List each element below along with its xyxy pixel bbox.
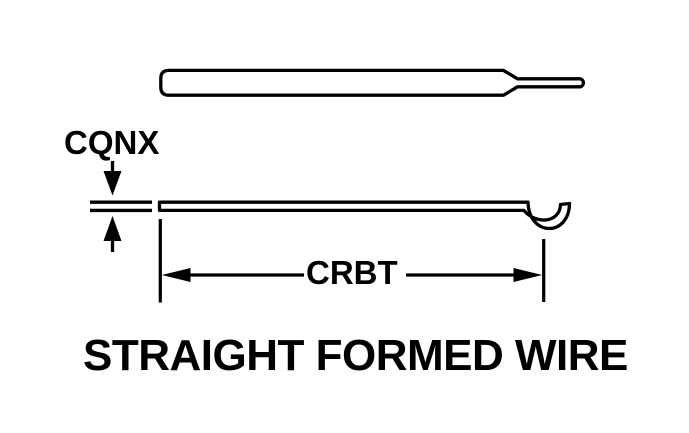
formed-wire-outline bbox=[157, 200, 572, 230]
cqnx-arrow-up-head bbox=[103, 216, 122, 241]
dimension-label-crbt: CRBT bbox=[306, 254, 398, 291]
drawing-title: STRAIGHT FORMED WIRE bbox=[83, 331, 628, 380]
straight-wire-outline bbox=[159, 68, 586, 97]
crbt-arrow-left-head bbox=[161, 268, 191, 282]
formed-wire-figure bbox=[90, 200, 572, 230]
crbt-dimension bbox=[158, 219, 546, 303]
cqnx-arrow-down-head bbox=[103, 171, 122, 196]
straight-wire-figure bbox=[159, 68, 586, 97]
crbt-arrow-right-head bbox=[513, 268, 543, 282]
cqnx-dimension bbox=[103, 161, 122, 252]
dimension-label-cqnx: CQNX bbox=[64, 124, 160, 161]
